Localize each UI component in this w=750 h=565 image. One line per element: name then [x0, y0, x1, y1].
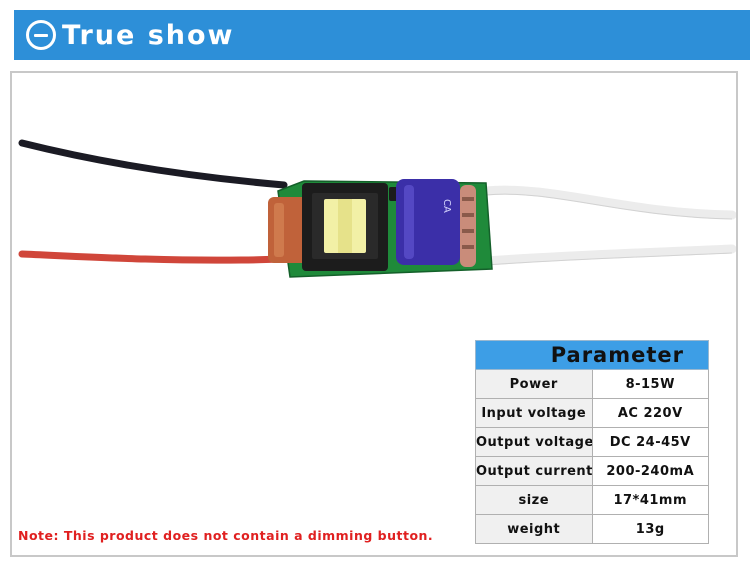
parameter-table: Parameter Power 8-15W Input voltage AC 2… — [475, 340, 709, 544]
table-row: Input voltage AC 220V — [475, 398, 709, 428]
banner-title: True show — [62, 19, 235, 51]
param-value: DC 24-45V — [591, 427, 709, 457]
param-label: Output current — [475, 456, 593, 486]
table-row: Power 8-15W — [475, 369, 709, 399]
param-value: AC 220V — [591, 398, 709, 428]
param-value: 13g — [591, 514, 709, 544]
param-label: Power — [475, 369, 593, 399]
dimming-note: Note: This product does not contain a di… — [18, 528, 434, 543]
capacitor-label: CA — [441, 199, 452, 213]
param-label: Input voltage — [475, 398, 593, 428]
table-row: Output current 200-240mA — [475, 456, 709, 486]
minus-circle-icon — [26, 20, 56, 50]
table-row: Output voltage DC 24-45V — [475, 427, 709, 457]
table-row: size 17*41mm — [475, 485, 709, 515]
led-driver-photo: CA — [18, 139, 736, 278]
parameter-title: Parameter — [475, 340, 709, 370]
product-frame: CA — [10, 71, 738, 557]
parameter-table-header: Parameter — [475, 340, 709, 370]
param-value: 17*41mm — [591, 485, 709, 515]
param-label: weight — [475, 514, 593, 544]
table-row: weight 13g — [475, 514, 709, 544]
param-value: 200-240mA — [591, 456, 709, 486]
param-label: Output voltage — [475, 427, 593, 457]
param-value: 8-15W — [591, 369, 709, 399]
header-banner: True show — [14, 10, 750, 60]
param-label: size — [475, 485, 593, 515]
